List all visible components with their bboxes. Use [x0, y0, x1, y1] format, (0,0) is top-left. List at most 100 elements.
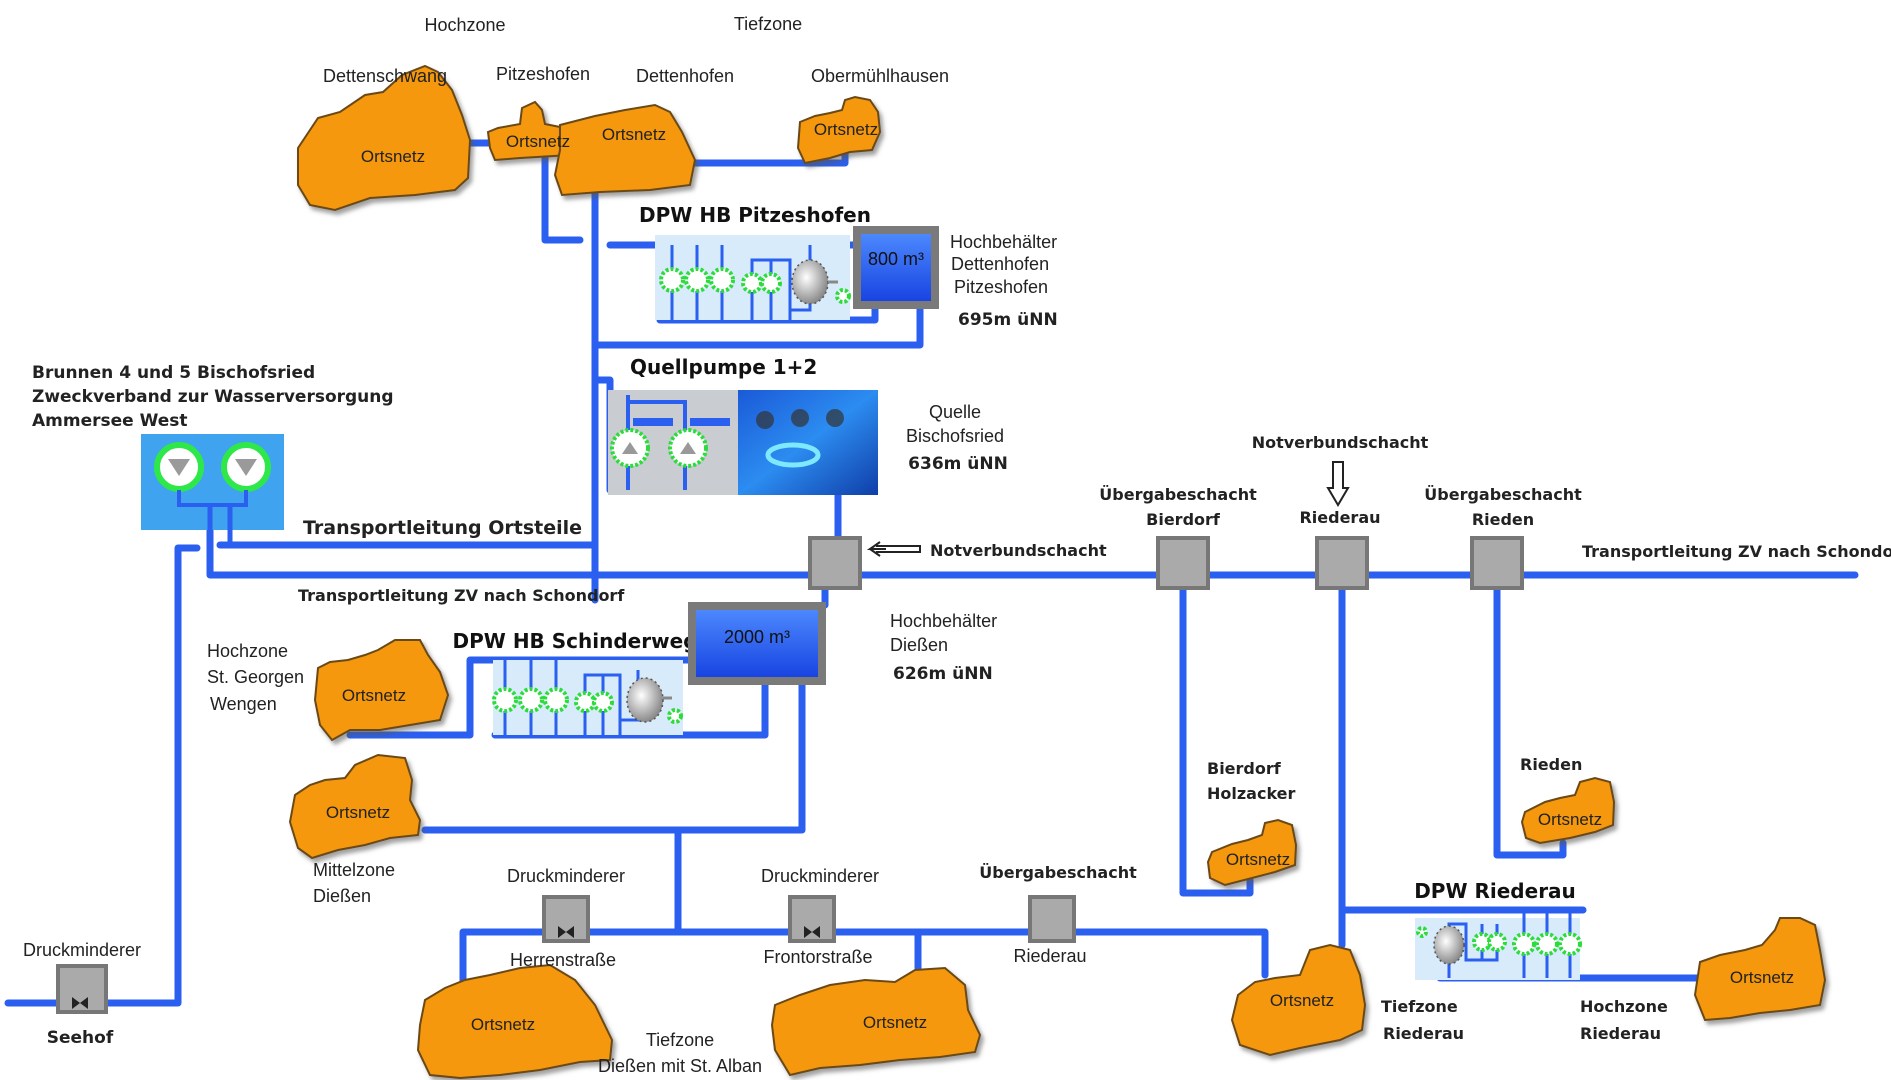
quellpumpe-title: Quellpumpe 1+2 [630, 355, 817, 379]
quelle-desc-line: Bischofsried [906, 426, 1004, 446]
ortsnetz-bierdorf-holzacker[interactable] [1206, 818, 1298, 887]
ortsnetz-label: Ortsnetz [863, 1013, 927, 1032]
tank-desc-line: Hochbehälter [950, 232, 1057, 252]
pipeline-label-ortsteile: Transportleitung Ortsteile [303, 517, 582, 539]
ortsnetz-tiefzone-diessen-west[interactable] [416, 963, 614, 1080]
pump-icon [518, 687, 544, 713]
shaft-notverbund-left[interactable] [808, 536, 862, 590]
stgeorgen-label: Wengen [210, 694, 277, 714]
station-title: DPW Riederau [1414, 879, 1576, 903]
stgeorgen-label: Hochzone [207, 641, 288, 661]
pipeline-label-zv-left: Transportleitung ZV nach Schondorf [298, 586, 625, 605]
tiefzone-riederau-label: Riederau [1383, 1024, 1464, 1043]
shaft-rieden[interactable] [1470, 536, 1524, 590]
tank-800[interactable]: 800 m³ [853, 226, 939, 309]
pump-icon [543, 687, 569, 713]
quellpumpe-station[interactable] [608, 390, 878, 495]
valve-icon [558, 926, 574, 938]
ortsnetz-label: Ortsnetz [1270, 991, 1334, 1010]
tiefzone-diessen-label: Tiefzone [646, 1030, 714, 1050]
elevation-label: 626m üNN [893, 664, 993, 684]
pressure-reducer-frontorstrasse[interactable] [788, 895, 836, 943]
hochzone-riederau-label: Riederau [1580, 1024, 1661, 1043]
wells-label-line: Zweckverband zur Wasserversorgung [32, 387, 394, 407]
zone-label-tiefzone: Tiefzone [734, 14, 802, 34]
mittelzone-label: Dießen [313, 886, 371, 906]
tank-volume: 2000 m³ [724, 627, 790, 647]
ortsnetz-stgeorgen[interactable] [313, 639, 450, 742]
pump-tag [690, 418, 730, 426]
pressure-vessel-icon [626, 677, 664, 723]
ortsnetz-label: Ortsnetz [602, 125, 666, 144]
ortsnetz-label: Ortsnetz [1226, 850, 1290, 869]
ortsnetz-dettenhofen[interactable] [553, 103, 697, 197]
pressure-vessel-icon [1433, 925, 1465, 965]
ortsnetz-label: Ortsnetz [326, 803, 390, 822]
shaft-bierdorf[interactable] [1156, 536, 1210, 590]
transfer-shaft-riederau[interactable] [1028, 895, 1076, 943]
pump-icon [760, 272, 782, 294]
pressure-reducer-seehof[interactable] [56, 964, 108, 1014]
arrow-down-icon [1326, 461, 1350, 507]
tank-desc-line: Pitzeshofen [954, 277, 1048, 297]
pump-icon [659, 267, 685, 293]
small-pump-icon [1416, 926, 1428, 938]
station-title: DPW HB Pitzeshofen [639, 203, 871, 227]
pump-icon [592, 691, 614, 713]
pipe-seehof [4, 544, 201, 1007]
reducer-location: Frontorstraße [763, 947, 872, 967]
tank-2000[interactable]: 2000 m³ [688, 602, 826, 685]
ortsnetz-label: Ortsnetz [471, 1015, 535, 1034]
ortsnetz-labels: Ortsnetz Ortsnetz Ortsnetz Ortsnetz Orts… [326, 120, 1794, 1034]
bierdorf-holzacker-label: Holzacker [1207, 784, 1296, 803]
pump-icon [1535, 932, 1559, 956]
pump-icon [1558, 932, 1582, 956]
pump-icon [741, 272, 763, 294]
ortsnetz-tiefzone-riederau[interactable] [1230, 943, 1367, 1057]
shaft-riederau[interactable] [1315, 536, 1369, 590]
ortsnetz-label: Ortsnetz [342, 686, 406, 705]
tank-desc-line: Hochbehälter [890, 611, 997, 631]
tank-icon [688, 602, 826, 685]
pump-icon [1472, 932, 1492, 952]
small-pump-icon [835, 288, 851, 304]
zone-label-hochzone: Hochzone [424, 15, 505, 35]
ortsnetz-tiefzone-diessen-east[interactable] [770, 966, 982, 1077]
shaft-label-notverbund: Notverbundschacht [930, 541, 1107, 560]
wells-label-line: Brunnen 4 und 5 Bischofsried [32, 363, 315, 383]
pipe-tiefzone-diessen [459, 928, 1269, 1004]
dpw-pitzeshofen-station[interactable]: DPW HB Pitzeshofen [639, 203, 871, 320]
spring-photo [738, 390, 878, 495]
well-triangle-icon [168, 459, 190, 476]
pump-icon [492, 687, 518, 713]
arrow-left-icon [866, 541, 921, 557]
pipe-ortsteile [216, 376, 599, 549]
reducer-location: Seehof [47, 1028, 114, 1048]
ortsnetz-rieden[interactable] [1520, 776, 1616, 845]
locality-dettenschwang: Dettenschwang [323, 66, 447, 86]
rieden-label: Rieden [1520, 755, 1582, 774]
dpw-riederau-station[interactable] [1415, 910, 1582, 980]
ortsnetz-hochzone-riederau[interactable] [1693, 917, 1827, 1022]
pipeline-label-zv-right: Transportleitung ZV nach Schondorf [1582, 542, 1891, 561]
ortsnetz-dettenschwang[interactable] [297, 64, 472, 212]
reducer-location: Herrenstraße [510, 950, 616, 970]
ortsnetz-label: Ortsnetz [1538, 810, 1602, 829]
tank-volume: 800 m³ [868, 249, 924, 269]
pump-icon [684, 267, 710, 293]
ortsnetz-obermuehlhausen[interactable] [796, 95, 882, 165]
wells-brunnen[interactable] [141, 434, 284, 545]
locality-pitzeshofen: Pitzeshofen [496, 64, 590, 84]
pressure-reducer-herrenstrasse[interactable] [542, 895, 590, 943]
ortsnetz-mittelzone[interactable] [288, 753, 422, 860]
reducer-label: Druckminderer [507, 866, 625, 886]
shaft-label: Riederau [1299, 508, 1380, 527]
pump-icon [709, 267, 735, 293]
shaft-label: Übergabeschacht [1424, 485, 1582, 504]
shaft-label: Bierdorf [1146, 510, 1221, 529]
stgeorgen-label: St. Georgen [207, 667, 304, 687]
ortsnetz-label: Ortsnetz [506, 132, 570, 151]
valve-icon [804, 926, 820, 938]
dpw-schinderweg-station[interactable]: DPW HB Schinderweg [453, 629, 698, 735]
